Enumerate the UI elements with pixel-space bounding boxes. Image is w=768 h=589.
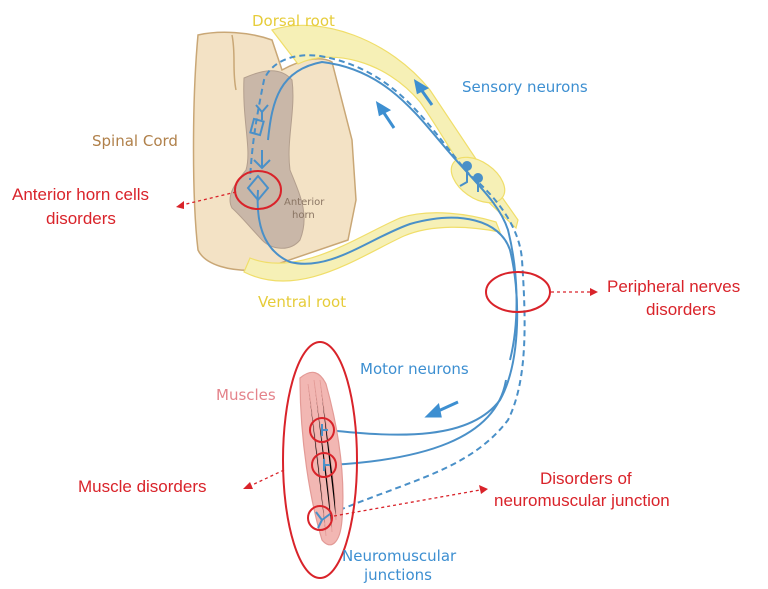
disorder-peripheral-2: disorders <box>646 300 716 319</box>
label-motor-neurons: Motor neurons <box>360 360 469 378</box>
label-muscles: Muscles <box>216 386 276 404</box>
pointer-muscle <box>243 470 284 489</box>
disorder-muscle: Muscle disorders <box>78 477 207 496</box>
label-nmj-2: junctions <box>363 566 432 584</box>
label-ventral-root: Ventral root <box>258 293 346 311</box>
label-anterior-horn-2: horn <box>292 210 315 221</box>
disorder-nmj-1: Disorders of <box>540 469 632 488</box>
disorder-anterior-horn-1: Anterior horn cells <box>12 185 149 204</box>
motor-direction-arrow <box>428 402 458 416</box>
label-anterior-horn-1: Anterior <box>284 197 325 208</box>
disorder-peripheral-1: Peripheral nerves <box>607 277 740 296</box>
pointer-peripheral <box>551 288 598 296</box>
disorder-nmj-2: neuromuscular junction <box>494 491 670 510</box>
label-nmj-1: Neuromuscular <box>342 547 457 565</box>
label-dorsal-root: Dorsal root <box>252 12 335 30</box>
pointer-nmj <box>334 485 488 516</box>
disorder-anterior-horn-2: disorders <box>46 209 116 228</box>
label-spinal-cord: Spinal Cord <box>92 132 178 150</box>
label-sensory-neurons: Sensory neurons <box>462 78 588 96</box>
